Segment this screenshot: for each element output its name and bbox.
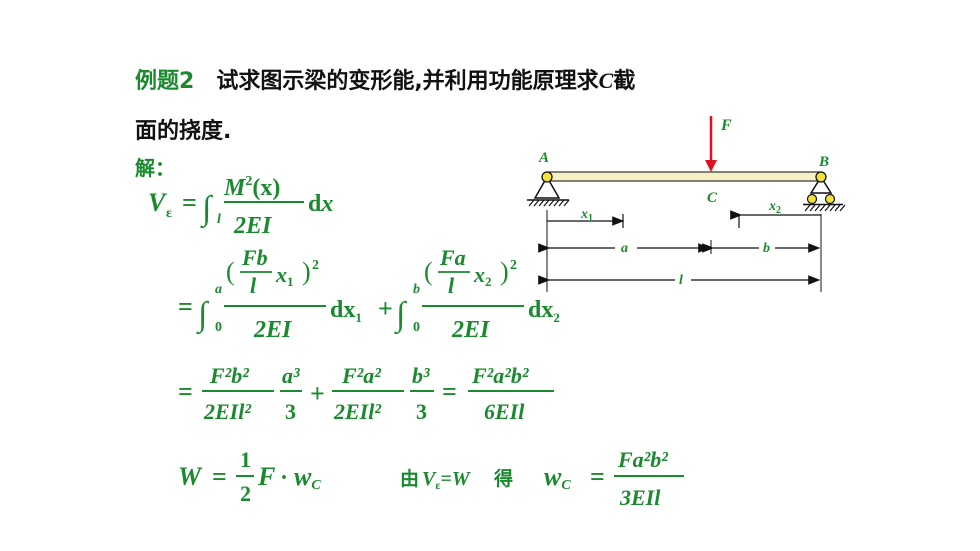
- svg-text:1: 1: [240, 447, 251, 472]
- svg-text:∫: ∫: [394, 296, 408, 335]
- support-b-roller: [803, 171, 846, 212]
- beam-diagram: F A B C x1 x2 a b l: [527, 116, 846, 292]
- svg-text:=: =: [178, 292, 193, 321]
- svg-text:2EIl²: 2EIl²: [333, 399, 381, 424]
- svg-text:3: 3: [416, 399, 427, 424]
- problem-title-line1: 例题2 试求图示梁的变形能,并利用功能原理求C截: [135, 63, 635, 95]
- svg-text:a: a: [215, 282, 222, 297]
- svg-text:2EI: 2EI: [233, 213, 273, 239]
- problem-title-line2: 面的挠度.: [135, 119, 232, 144]
- eq-strain-energy-result: = F²b² 2EIl² a³ 3 + F²a² 2EIl² b³ 3 = F²…: [178, 363, 554, 424]
- svg-text:F²a²b²: F²a²b²: [471, 363, 529, 388]
- svg-text:Fa²b²: Fa²b²: [617, 447, 668, 472]
- svg-text:b: b: [413, 282, 420, 297]
- svg-text:·: ·: [280, 465, 288, 491]
- svg-text:0: 0: [215, 320, 222, 335]
- svg-text:a³: a³: [282, 363, 300, 388]
- svg-text:F: F: [257, 462, 275, 491]
- eq4-w: wC: [294, 462, 321, 493]
- svg-text:∫: ∫: [196, 296, 210, 335]
- svg-text:2: 2: [312, 258, 319, 273]
- svg-text:+: +: [378, 294, 393, 323]
- svg-text:(: (: [226, 257, 235, 286]
- svg-text:(: (: [424, 257, 433, 286]
- svg-text:+: +: [310, 379, 325, 408]
- eq2-var1: x1: [275, 262, 294, 289]
- eq2-var2: x2: [473, 262, 492, 289]
- solution-label: 解：: [135, 156, 175, 180]
- svg-text:∫: ∫: [200, 190, 214, 229]
- problem-label: 例题2: [135, 69, 195, 94]
- support-b-label: B: [818, 154, 829, 170]
- support-a-pin: [527, 171, 570, 207]
- svg-text:3EIl: 3EIl: [619, 485, 661, 510]
- svg-text:=: =: [212, 462, 227, 491]
- eq-external-work: W = 1 2 F · wC: [178, 447, 321, 506]
- equations: V ε = ∫ l M2(x) 2EI dx = ∫ a 0 ( Fb l x1…: [148, 174, 684, 510]
- svg-text:2: 2: [240, 481, 251, 506]
- svg-text:2EI: 2EI: [451, 317, 491, 343]
- force-arrowhead: [705, 160, 717, 172]
- svg-text:V: V: [148, 188, 168, 217]
- x2-label: x2: [768, 199, 781, 216]
- eq1-numerator: M2(x): [223, 174, 280, 201]
- eq5-w: wC: [544, 462, 571, 493]
- svg-text:=: =: [178, 377, 193, 406]
- dim-l-label: l: [679, 273, 683, 288]
- dim-b-label: b: [763, 241, 770, 256]
- svg-text:=: =: [182, 188, 197, 217]
- svg-text:F²a²: F²a²: [341, 363, 381, 388]
- eq5-condition: Vε=W: [422, 468, 471, 492]
- svg-text:ε: ε: [166, 206, 172, 221]
- svg-text:Fb: Fb: [241, 245, 268, 270]
- svg-text:2EIl²: 2EIl²: [203, 399, 251, 424]
- problem-text-part2: 截: [613, 69, 636, 94]
- svg-text:=: =: [442, 377, 457, 406]
- svg-text:3: 3: [285, 399, 296, 424]
- support-a-label: A: [538, 150, 549, 166]
- problem-text-part1: 试求图示梁的变形能,并利用功能原理求: [216, 69, 599, 94]
- svg-text:0: 0: [413, 320, 420, 335]
- svg-text:l: l: [448, 273, 455, 298]
- dim-a-label: a: [621, 241, 628, 256]
- svg-text:): ): [500, 257, 509, 286]
- x1-label: x1: [580, 207, 593, 224]
- force-label: F: [720, 117, 732, 134]
- svg-text:): ): [302, 257, 311, 286]
- svg-text:l: l: [217, 212, 221, 227]
- svg-text:2EI: 2EI: [253, 317, 293, 343]
- eq2-d2: dx2: [528, 297, 560, 325]
- svg-text:F²b²: F²b²: [209, 363, 249, 388]
- eq2-d1: dx1: [330, 297, 362, 325]
- eq5-post-text: 得: [493, 467, 513, 490]
- eq-strain-energy-integrals: = ∫ a 0 ( Fb l x1 ) 2 2EI dx1 + ∫ b 0 ( …: [178, 245, 560, 343]
- svg-text:W: W: [178, 462, 203, 491]
- eq-strain-energy-definition: V ε = ∫ l M2(x) 2EI dx: [148, 174, 333, 239]
- svg-text:6EIl: 6EIl: [484, 399, 525, 424]
- svg-text:=: =: [590, 462, 605, 491]
- eq1-differential: dx: [308, 191, 333, 217]
- svg-text:l: l: [250, 273, 257, 298]
- point-c-label: C: [707, 190, 718, 206]
- problem-text-var-c: C: [598, 68, 614, 93]
- svg-text:2: 2: [510, 258, 517, 273]
- eq5-pre-text: 由: [400, 467, 419, 490]
- svg-text:Fa: Fa: [439, 245, 466, 270]
- svg-text:b³: b³: [412, 363, 430, 388]
- eq-deflection-result: 由 Vε=W 得 wC = Fa²b² 3EIl: [400, 447, 684, 510]
